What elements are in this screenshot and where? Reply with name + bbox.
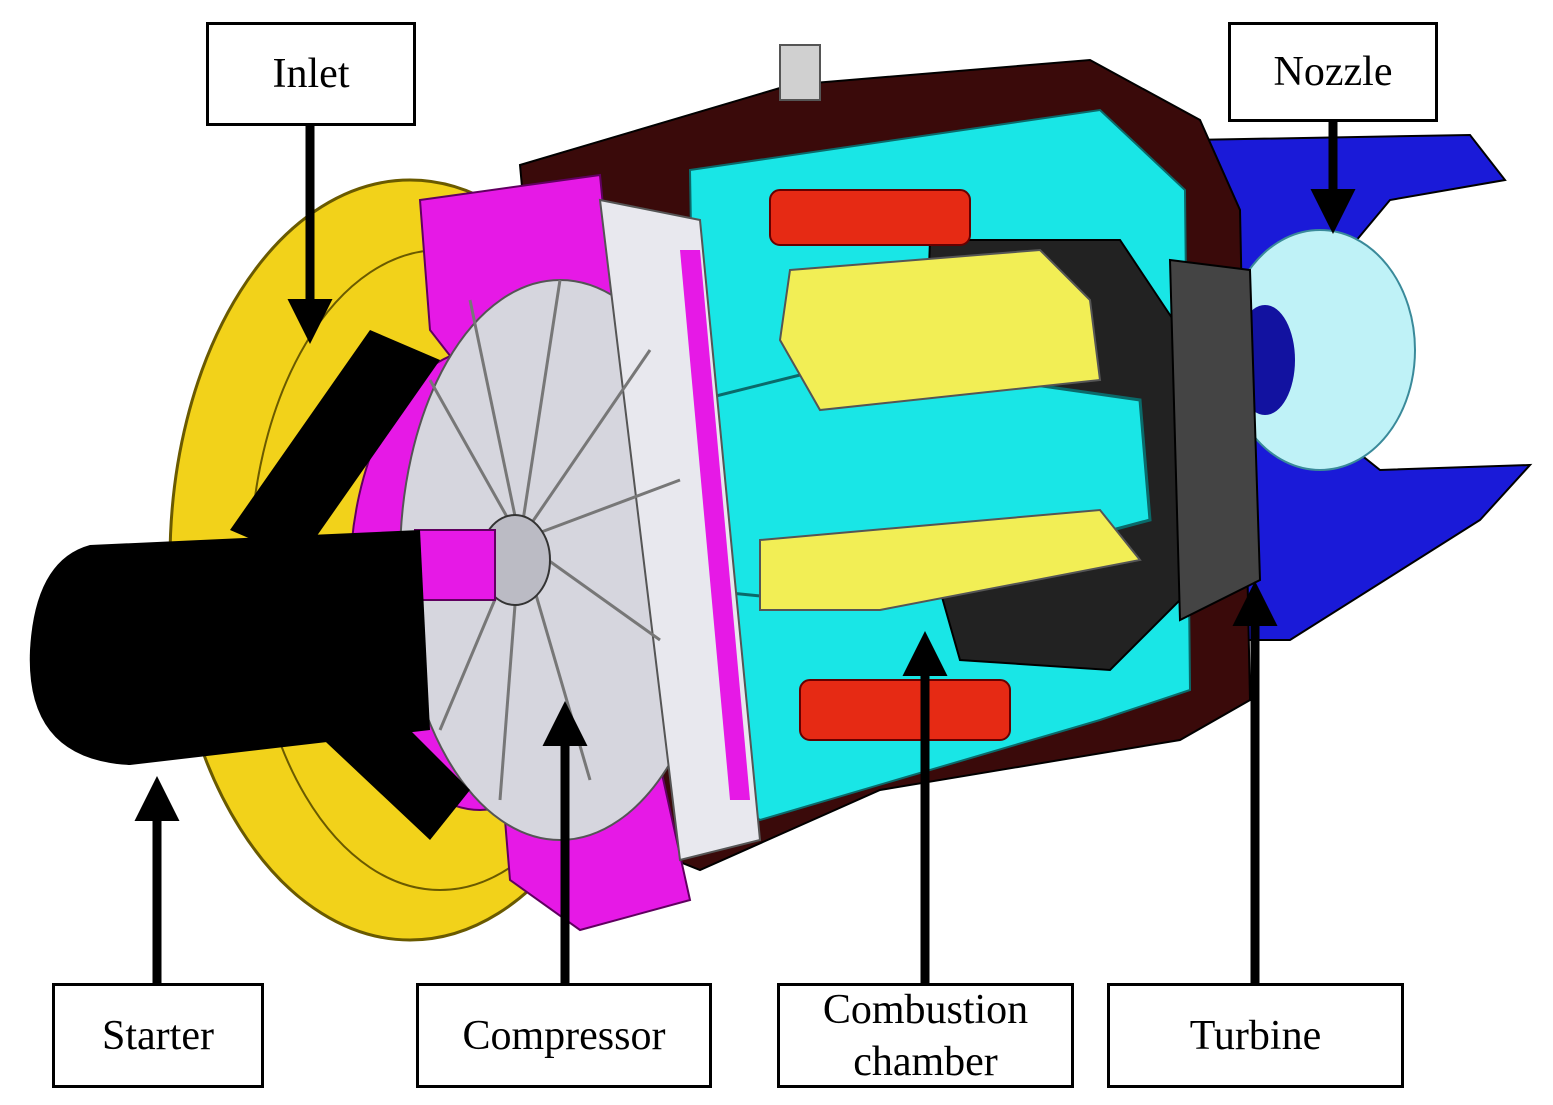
label-combustion-chamber: Combustion chamber [777, 983, 1074, 1088]
compressor-part [399, 198, 762, 862]
label-starter: Starter [52, 983, 264, 1088]
label-combustion-line2: chamber [853, 1038, 998, 1085]
starter-part [29, 330, 470, 840]
combustion-section [688, 108, 1262, 822]
label-compressor-text: Compressor [462, 1012, 666, 1059]
label-inlet-text: Inlet [272, 51, 350, 97]
label-compressor: Compressor [416, 983, 712, 1088]
label-combustion-line1: Combustion [822, 986, 1029, 1033]
label-turbine: Turbine [1107, 983, 1404, 1088]
label-nozzle-text: Nozzle [1273, 49, 1393, 95]
label-nozzle: Nozzle [1228, 22, 1438, 122]
label-turbine-text: Turbine [1189, 1012, 1322, 1059]
pointer-arrows [134, 120, 1356, 985]
label-starter-text: Starter [102, 1012, 214, 1059]
label-inlet: Inlet [206, 22, 416, 126]
